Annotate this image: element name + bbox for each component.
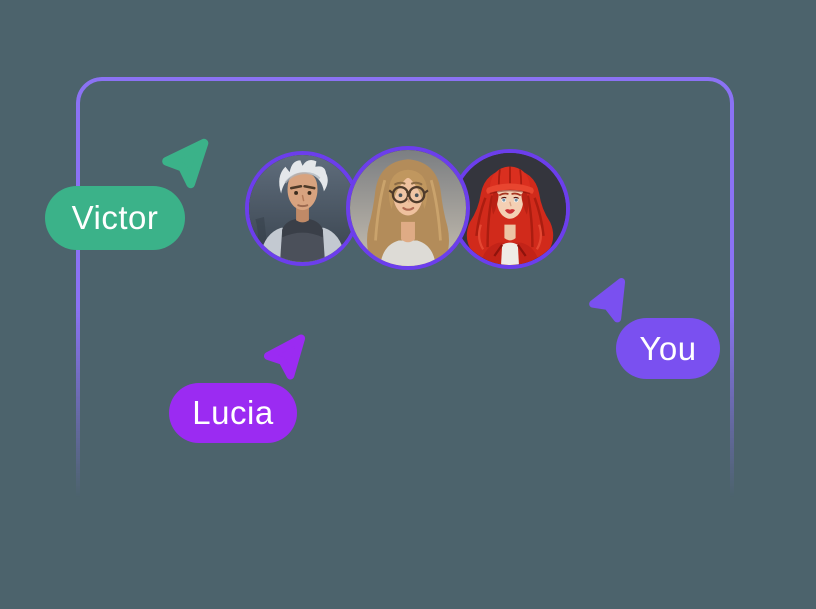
you-name-label: You [639, 329, 697, 367]
victor-cursor-icon [159, 133, 213, 191]
avatar-illustration [454, 153, 566, 265]
you-cursor-icon [583, 272, 636, 329]
avatar-silver-haired-man[interactable] [245, 151, 360, 266]
victor-name-badge: Victor [45, 186, 185, 250]
avatar-illustration [350, 150, 466, 266]
collaboration-frame [76, 77, 734, 607]
lucia-name-label: Lucia [192, 394, 274, 431]
lucia-cursor-icon [262, 331, 309, 381]
you-name-badge: You [616, 318, 720, 379]
avatar-woman-with-glasses[interactable] [346, 146, 470, 270]
victor-name-label: Victor [71, 199, 159, 236]
lucia-name-badge: Lucia [169, 383, 297, 443]
avatar-illustration [249, 155, 356, 262]
